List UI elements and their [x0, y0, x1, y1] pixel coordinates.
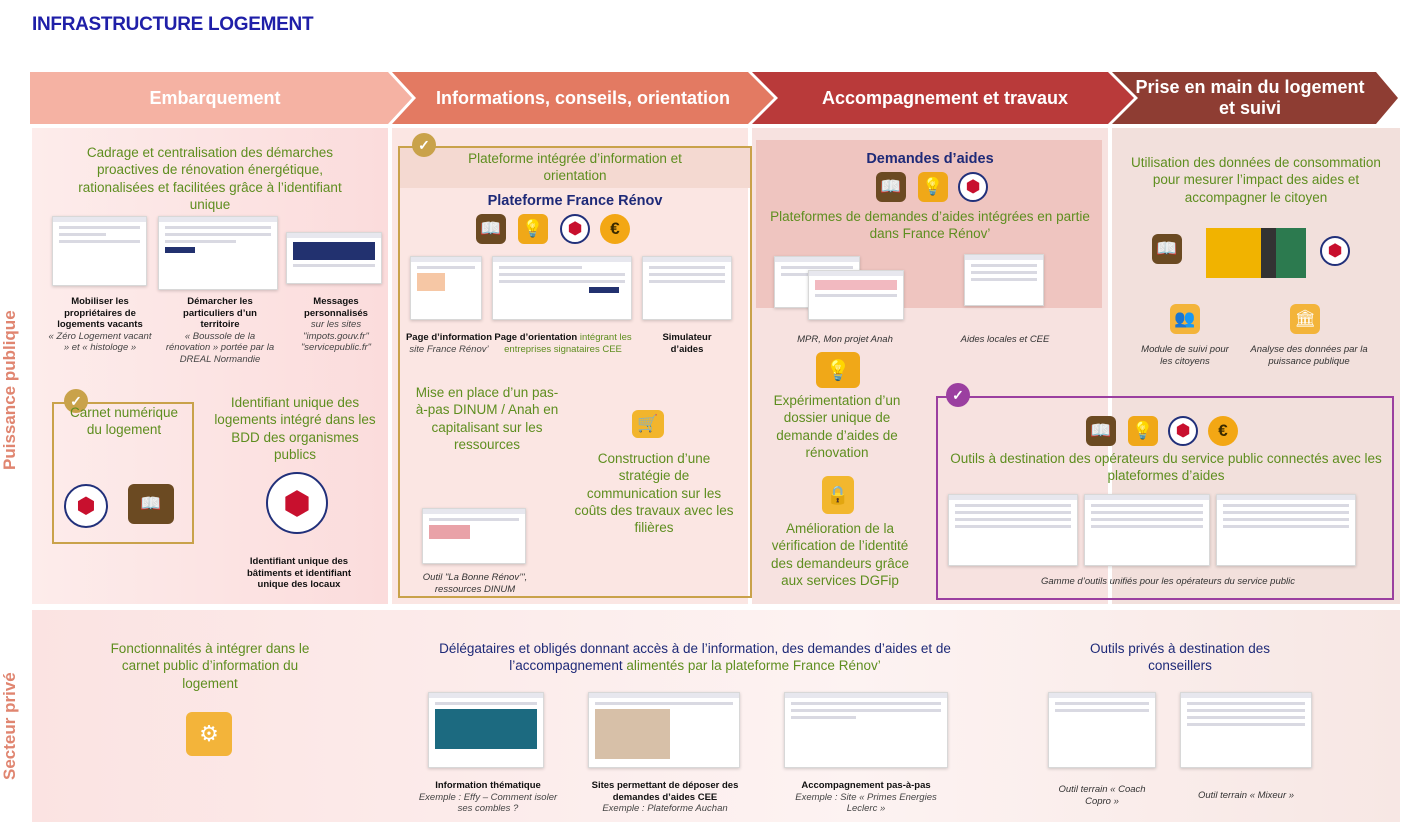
hexagon-logo-icon: ⬢ — [64, 484, 108, 528]
stage-arrow-2 — [392, 72, 774, 124]
check-icon: ✓ — [412, 133, 436, 157]
folder-bulb-icon: 💡 — [816, 352, 860, 388]
shot-simulateur — [642, 256, 732, 320]
shot-effy — [428, 692, 544, 768]
carnet-label: Carnet numérique du logement — [69, 405, 179, 438]
screen-book-icon: 📖 — [1086, 416, 1116, 446]
shot-mpr-2 — [808, 270, 904, 320]
hexagon-logo-icon: ⬢ — [266, 472, 328, 534]
coach-caption: Outil terrain « Coach Copro » — [1058, 784, 1146, 807]
page-title: INFRASTRUCTURE LOGEMENT — [32, 14, 314, 35]
euro-coin-icon: € — [1208, 416, 1238, 446]
hexagon-logo-icon: ⬢ — [1320, 236, 1350, 266]
check-icon: ✓ — [64, 389, 88, 413]
mpr-caption: MPR, Mon projet Anah — [797, 334, 893, 345]
outils-prives-text: Outils privés à destination des conseill… — [1089, 641, 1271, 674]
identifiant-sub: Identifiant unique des bâtiments et iden… — [247, 556, 351, 591]
france-renov-frame — [398, 146, 752, 598]
identifiant-text: Identifiant unique des logements intégré… — [214, 395, 376, 462]
stage-arrow-1 — [30, 72, 412, 124]
screen-book-icon: 📖 — [876, 172, 906, 202]
gamme-caption: Gamme d’outils unifiés pour les opérateu… — [1041, 576, 1295, 587]
col1-intro: Cadrage et centralisation des démarches … — [78, 145, 342, 212]
module-caption: Module de suivi pour les citoyens — [1141, 344, 1229, 367]
aides-locales-caption: Aides locales et CEE — [960, 334, 1050, 345]
folder-bulb-icon: 💡 — [518, 214, 548, 244]
shot-bonne-renov — [422, 508, 526, 564]
shot-page-information — [410, 256, 482, 320]
platform-intro: Plateforme intégrée d’information et ori… — [468, 151, 682, 184]
side-label-private: Secteur privé — [0, 672, 19, 780]
demandes-title: Demandes d’aides — [866, 151, 994, 167]
screen-book-icon: 📖 — [476, 214, 506, 244]
gears-hand-icon: ⚙ — [186, 712, 232, 756]
verification-text: Amélioration de la vérification de l’ide… — [770, 521, 910, 588]
shot-aides-locales — [964, 254, 1044, 306]
folder-bulb-icon: 💡 — [1128, 416, 1158, 446]
platform-header-band — [400, 148, 750, 188]
euro-coin-icon: € — [600, 214, 630, 244]
hexagon-logo-icon: ⬢ — [1168, 416, 1198, 446]
padlock-icon: 🔒 — [822, 476, 854, 514]
stage-informations: Informations, conseils, orientation — [435, 87, 731, 108]
pas-a-pas-text: Mise en place d’un pas-à-pas DINUM / Ana… — [415, 385, 559, 452]
strategie-text: Construction d’une stratégie de communic… — [574, 451, 734, 536]
screen-book-icon: 📖 — [128, 484, 174, 524]
usage-text: Utilisation des données de consommation … — [1131, 155, 1381, 205]
carnet-frame — [52, 402, 194, 544]
shot-coach-copro — [1048, 692, 1156, 768]
stage-embarquement: Embarquement — [149, 87, 281, 108]
stage-arrow-4 — [1112, 72, 1398, 124]
shot-messages — [286, 232, 382, 284]
col1-shot2-caption: Démarcher les particuliers d’un territoi… — [165, 296, 275, 365]
check-icon: ✓ — [946, 383, 970, 407]
delegataires-text: Délégataires et obligés donnant accès à … — [439, 641, 951, 674]
hexagon-logo-icon: ⬢ — [560, 214, 590, 244]
platform-name: Plateforme France Rénov — [487, 193, 663, 209]
folder-bulb-icon: 💡 — [918, 172, 948, 202]
shot-auchan — [588, 692, 740, 768]
mixeur-caption: Outil terrain « Mixeur » — [1197, 790, 1295, 801]
stage-arrows — [30, 72, 1398, 124]
shot-operateur-2 — [1084, 494, 1210, 566]
dossier-text: Expérimentation d’un dossier unique de d… — [773, 393, 901, 460]
shot-logement-vacant — [52, 216, 147, 286]
screen-book-icon: 📖 — [1152, 234, 1182, 264]
shot-boussole — [158, 216, 278, 290]
analyse-caption: Analyse des données par la puissance pub… — [1250, 344, 1368, 367]
outil-caption: Outil "La Bonne Rénov’", ressources DINU… — [422, 572, 528, 595]
shot-page-orientation — [492, 256, 632, 320]
hexagon-logo-icon: ⬢ — [958, 172, 988, 202]
stage-prise-en-main: Prise en main du logement et suivi — [1135, 77, 1365, 118]
shot-operateur-1 — [948, 494, 1078, 566]
shot-operateur-3 — [1216, 494, 1356, 566]
bank-icon: 🏛 — [1290, 304, 1320, 334]
outils-operateurs-frame — [936, 396, 1394, 600]
side-label-public: Puissance publique — [0, 310, 19, 470]
col1-shot1-caption: Mobiliser les propriétaires de logements… — [48, 296, 152, 354]
shot-mixeur — [1180, 692, 1312, 768]
stage-accompagnement: Accompagnement et travaux — [821, 87, 1069, 108]
simulateur-caption: Simulateur d’aides — [662, 332, 712, 355]
page-orient-caption: Page d’orientation intégrant les entrepr… — [494, 332, 632, 355]
outils-operateurs-title: Outils à destination des opérateurs du s… — [950, 451, 1382, 484]
people-icon: 👥 — [1170, 304, 1200, 334]
cart-icon: 🛒 — [632, 410, 664, 438]
shot-leclerc — [784, 692, 948, 768]
fonctionnalites-text: Fonctionnalités à intégrer dans le carne… — [110, 641, 310, 691]
meters-photo — [1206, 228, 1306, 278]
sites-caption: Sites permettant de déposer des demandes… — [591, 780, 739, 815]
stage-arrow-3 — [752, 72, 1134, 124]
demandes-text: Plateformes de demandes d’aides intégrée… — [770, 209, 1090, 242]
